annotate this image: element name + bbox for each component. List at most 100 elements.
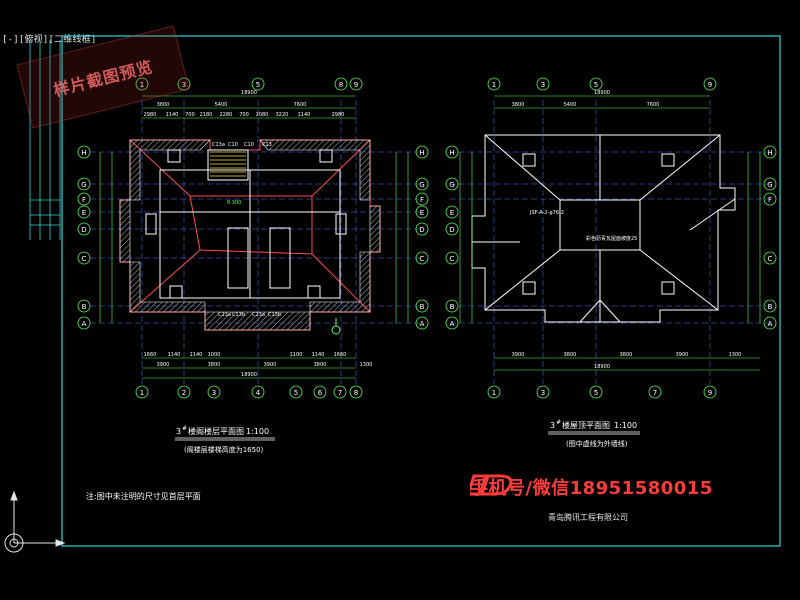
brand-logo-icon [470,474,513,496]
right-side-axis-E: E [445,205,459,219]
right-rside-axis-B: B [763,299,777,313]
room-label: C13a [212,142,225,148]
vent-note: JSF-A-2-φ76-2 [529,210,564,216]
left-side-axis-H: H [77,145,91,159]
left-rside-axis-B: B [415,299,429,313]
right-top-axis-3: 3 [536,77,550,91]
svg-text:3: 3 [212,389,216,397]
svg-text:3: 3 [541,81,545,89]
left-side-axis-G: G [77,177,91,191]
svg-text:C: C [82,255,87,263]
left-bot-small-5: 1140 [312,352,325,358]
svg-text:5: 5 [294,389,298,397]
right-top-axis-1: 1 [487,77,501,91]
left-dim-lines [99,95,409,379]
left-bot-small-1: 1140 [168,352,181,358]
right-dim-lines [459,95,761,371]
svg-text:6: 6 [318,389,323,397]
left-bottom-axis-3: 3 [207,385,221,399]
brand-watermark: 手机号/微信18951580015 [470,472,790,502]
right-top-total: 18900 [594,90,610,96]
left-top-small-4: 2280 [220,112,233,118]
left-plan-title: 楼阁楼层平面图 [188,426,244,436]
room-label: C10 [228,142,238,148]
right-side-axis-D: D [445,222,459,236]
roof-note: 彩色沥青瓦屋面坡度25 [586,235,637,242]
svg-text:C: C [768,255,773,263]
left-north-arrow [331,318,341,335]
svg-text:9: 9 [708,81,712,89]
left-top-axis-8: 8 [334,77,348,91]
left-bottom-axis-4: 4 [251,385,265,399]
svg-text:B: B [82,303,87,311]
left-rside-axis-F: F [415,192,429,206]
right-plan-title: 楼屋顶平面图 [562,420,610,430]
left-side-axis-D: D [77,222,91,236]
svg-text:7: 7 [338,389,342,397]
svg-text:E: E [450,209,454,217]
right-bot-mid-3: 3900 [676,352,689,358]
svg-text:D: D [81,226,86,234]
svg-text:8: 8 [339,81,343,89]
room-label: C13 [262,142,272,148]
left-rside-axis-H: H [415,145,429,159]
left-side-axis-F: F [77,192,91,206]
ucs-icon[interactable] [4,490,66,553]
left-side-axis-A: A [77,316,91,330]
sheet-frame [61,35,781,547]
room-label: C13b [232,312,245,318]
right-side-axis-B: B [445,299,459,313]
left-plan-title-prefix: 3 [176,427,181,436]
room-label: C10 [244,142,254,148]
svg-text:G: G [449,181,454,189]
left-top-small-0: 2980 [144,112,157,118]
left-top-axis-5: 5 [251,77,265,91]
left-side-axis-B: B [77,299,91,313]
right-rside-axis-C: C [763,251,777,265]
brand-contact: 手机号/微信18951580015 [470,478,713,499]
svg-text:H: H [767,149,772,157]
left-top-small-8: 1140 [298,112,311,118]
left-stair [210,151,246,177]
svg-text:B: B [768,303,773,311]
svg-text:1: 1 [492,389,496,397]
right-roof-plan [450,100,772,384]
svg-text:3: 3 [182,81,186,89]
room-label: C13b [268,312,281,318]
svg-text:C: C [450,255,455,263]
left-dormers [145,149,347,299]
left-top-small-1: 1140 [166,112,179,118]
left-bot-mid-0: 3900 [157,362,170,368]
right-bottom-axis-9: 9 [703,385,717,399]
right-rside-axis-H: H [763,145,777,159]
left-bot-mid-4: 1300 [360,362,373,368]
left-plan-subtitle: (阁楼层楼梯高度为1650) [184,445,264,454]
svg-text:1: 1 [492,81,496,89]
right-side-axis-G: G [445,177,459,191]
right-bottom-axis-3: 3 [536,385,550,399]
left-bot-mid-3: 3800 [314,362,327,368]
left-bottom-axis-8: 8 [349,385,363,399]
left-plan-title-sup: # [182,425,187,432]
right-top-axis-5: 5 [589,77,603,91]
right-bot-mid-2: 3800 [620,352,633,358]
left-top-small-5: 700 [239,112,249,118]
right-plan-subtitle: (图中虚线为外墙线) [566,439,628,448]
left-top-small-7: 3220 [276,112,289,118]
left-bot-mid-1: 3800 [208,362,221,368]
title-underlines [175,431,640,441]
svg-text:B: B [450,303,455,311]
svg-text:H: H [449,149,454,157]
svg-text:E: E [420,209,424,217]
svg-text:A: A [420,320,425,328]
svg-text:3: 3 [541,389,545,397]
right-plan-title-sup: # [556,419,561,426]
svg-text:G: G [81,181,86,189]
svg-text:H: H [81,149,86,157]
left-bot-small-6: 1660 [334,352,347,358]
viewport-label[interactable]: [-][俯视][二维线框] [2,35,97,45]
left-top-small-9: 2980 [332,112,345,118]
left-rside-axis-C: C [415,251,429,265]
svg-text:D: D [419,226,424,234]
